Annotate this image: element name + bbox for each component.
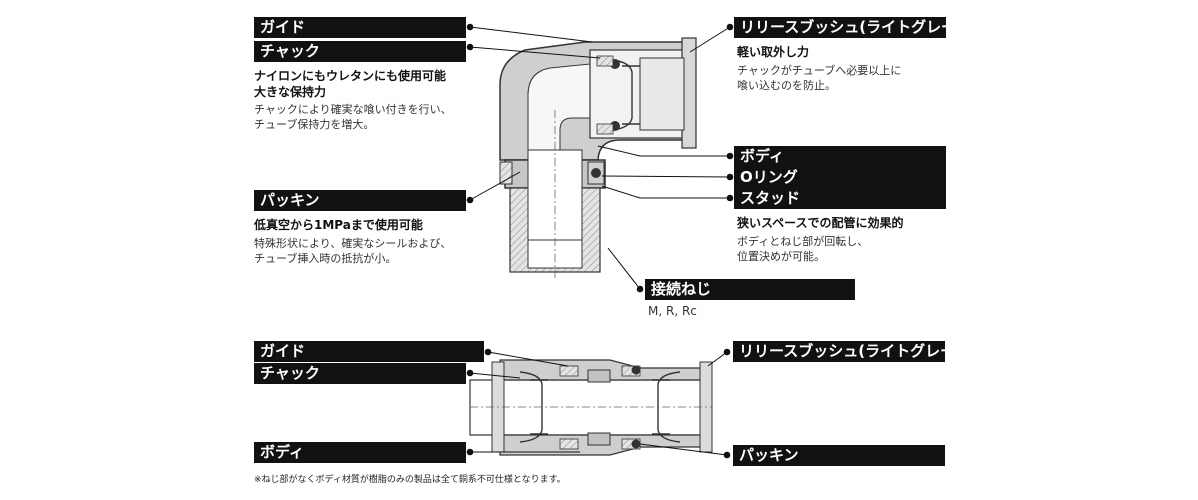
stud-desc-1: ボディとねじ部が回転し、 bbox=[737, 235, 869, 248]
packing-desc-1: 特殊形状により、確実なシールおよび、 bbox=[254, 237, 452, 250]
label-chuck: チャック bbox=[254, 41, 466, 62]
packing-heading: 低真空から1MPaまで使用可能 bbox=[254, 218, 423, 232]
chuck-desc-2: チューブ保持力を増大。 bbox=[254, 118, 375, 131]
stud-desc-2: 位置決めが可能。 bbox=[737, 250, 825, 263]
chuck-heading-1: ナイロンにもウレタンにも使用可能 bbox=[254, 69, 447, 83]
chuck-heading-2: 大きな保持力 bbox=[254, 85, 327, 99]
label-body-bottom: ボディ bbox=[254, 442, 466, 463]
label-guide: ガイド bbox=[254, 17, 466, 38]
label-release-bushing-bottom: リリースブッシュ(ライトグレー) bbox=[733, 341, 962, 362]
stud-heading: 狭いスペースでの配管に効果的 bbox=[737, 216, 904, 230]
thread-types: M, R, Rc bbox=[648, 304, 697, 318]
release-desc-1: チャックがチューブへ必要以上に bbox=[737, 64, 902, 77]
footnote: ※ねじ部がなくボディ材質が樹脂のみの製品は全て銅系不可仕様となります。 bbox=[254, 475, 566, 485]
packing-desc-2: チューブ挿入時の抵抗が小。 bbox=[254, 252, 397, 265]
label-packing: パッキン bbox=[254, 190, 466, 211]
top-leader-lines bbox=[466, 23, 734, 293]
chuck-desc-1: チャックにより確実な喰い付きを行い、 bbox=[254, 103, 452, 116]
label-release-bushing: リリースブッシュ(ライトグレー) bbox=[734, 17, 963, 38]
bottom-leader-lines bbox=[466, 348, 731, 459]
label-body: ボディ bbox=[734, 146, 946, 167]
union-fitting-section bbox=[469, 359, 713, 456]
elbow-fitting-section bbox=[499, 37, 697, 278]
label-guide-bottom: ガイド bbox=[254, 341, 484, 362]
label-chuck-bottom: チャック bbox=[254, 363, 466, 384]
release-desc-2: 喰い込むのを防止。 bbox=[737, 79, 836, 92]
release-heading: 軽い取外し力 bbox=[737, 45, 810, 59]
label-stud: スタッド bbox=[734, 188, 946, 209]
label-packing-bottom: パッキン bbox=[733, 445, 945, 466]
label-o-ring: Oリング bbox=[734, 167, 946, 188]
label-thread: 接続ねじ bbox=[645, 279, 855, 300]
